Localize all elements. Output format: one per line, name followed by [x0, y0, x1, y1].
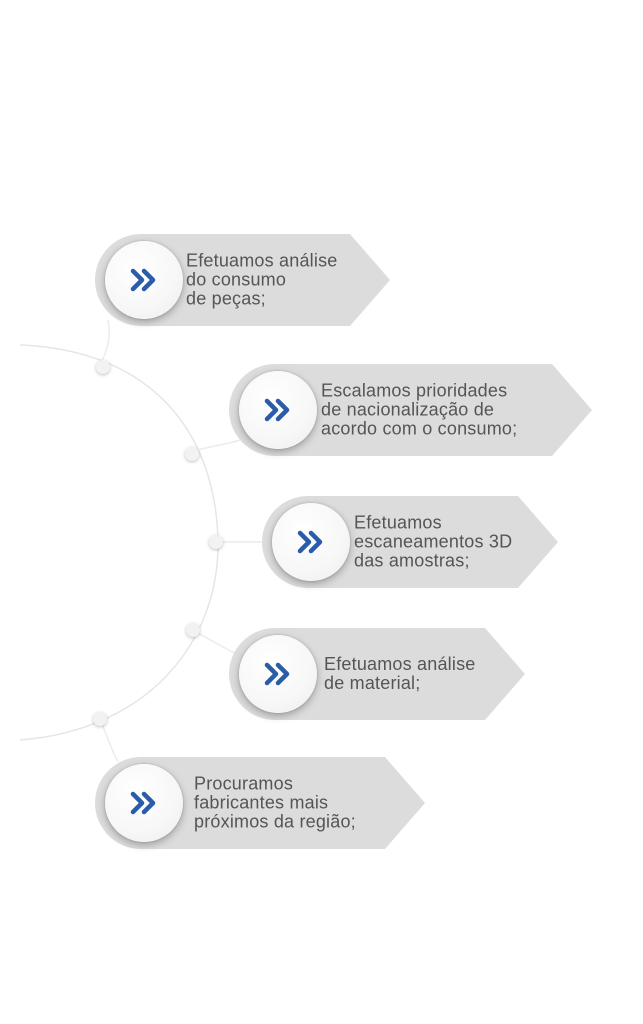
timeline-dot [96, 360, 110, 374]
timeline-dot [186, 623, 200, 637]
step-text: Efetuamos análise de material; [324, 654, 476, 693]
step-card-consumo-pecas: Efetuamos análise do consumo de peças; [95, 234, 390, 326]
step-card-fabricantes-proximos: Procuramos fabricantes mais próximos da … [95, 757, 425, 849]
step-icon-circle [239, 371, 317, 449]
timeline-dot [93, 712, 107, 726]
step-card-prioridades-nacionalizacao: Escalamos prioridades de nacionalização … [229, 364, 592, 456]
step-icon-circle [239, 635, 317, 713]
step-icon-circle [105, 241, 183, 319]
double-chevron-right-icon [130, 791, 156, 815]
step-text: Efetuamos análise do consumo de peças; [186, 250, 338, 309]
step-text: Efetuamos escaneamentos 3D das amostras; [354, 512, 513, 571]
step-text: Escalamos prioridades de nacionalização … [321, 380, 518, 439]
double-chevron-right-icon [264, 398, 290, 422]
step-card-analise-material: Efetuamos análise de material; [229, 628, 525, 720]
double-chevron-right-icon [297, 530, 323, 554]
double-chevron-right-icon [264, 662, 290, 686]
timeline-dot [209, 535, 223, 549]
double-chevron-right-icon [130, 268, 156, 292]
step-icon-circle [272, 503, 350, 581]
step-icon-circle [105, 764, 183, 842]
step-card-escaneamentos-3d: Efetuamos escaneamentos 3D das amostras; [262, 496, 558, 588]
step-text: Procuramos fabricantes mais próximos da … [194, 773, 356, 832]
timeline-dot [185, 447, 199, 461]
